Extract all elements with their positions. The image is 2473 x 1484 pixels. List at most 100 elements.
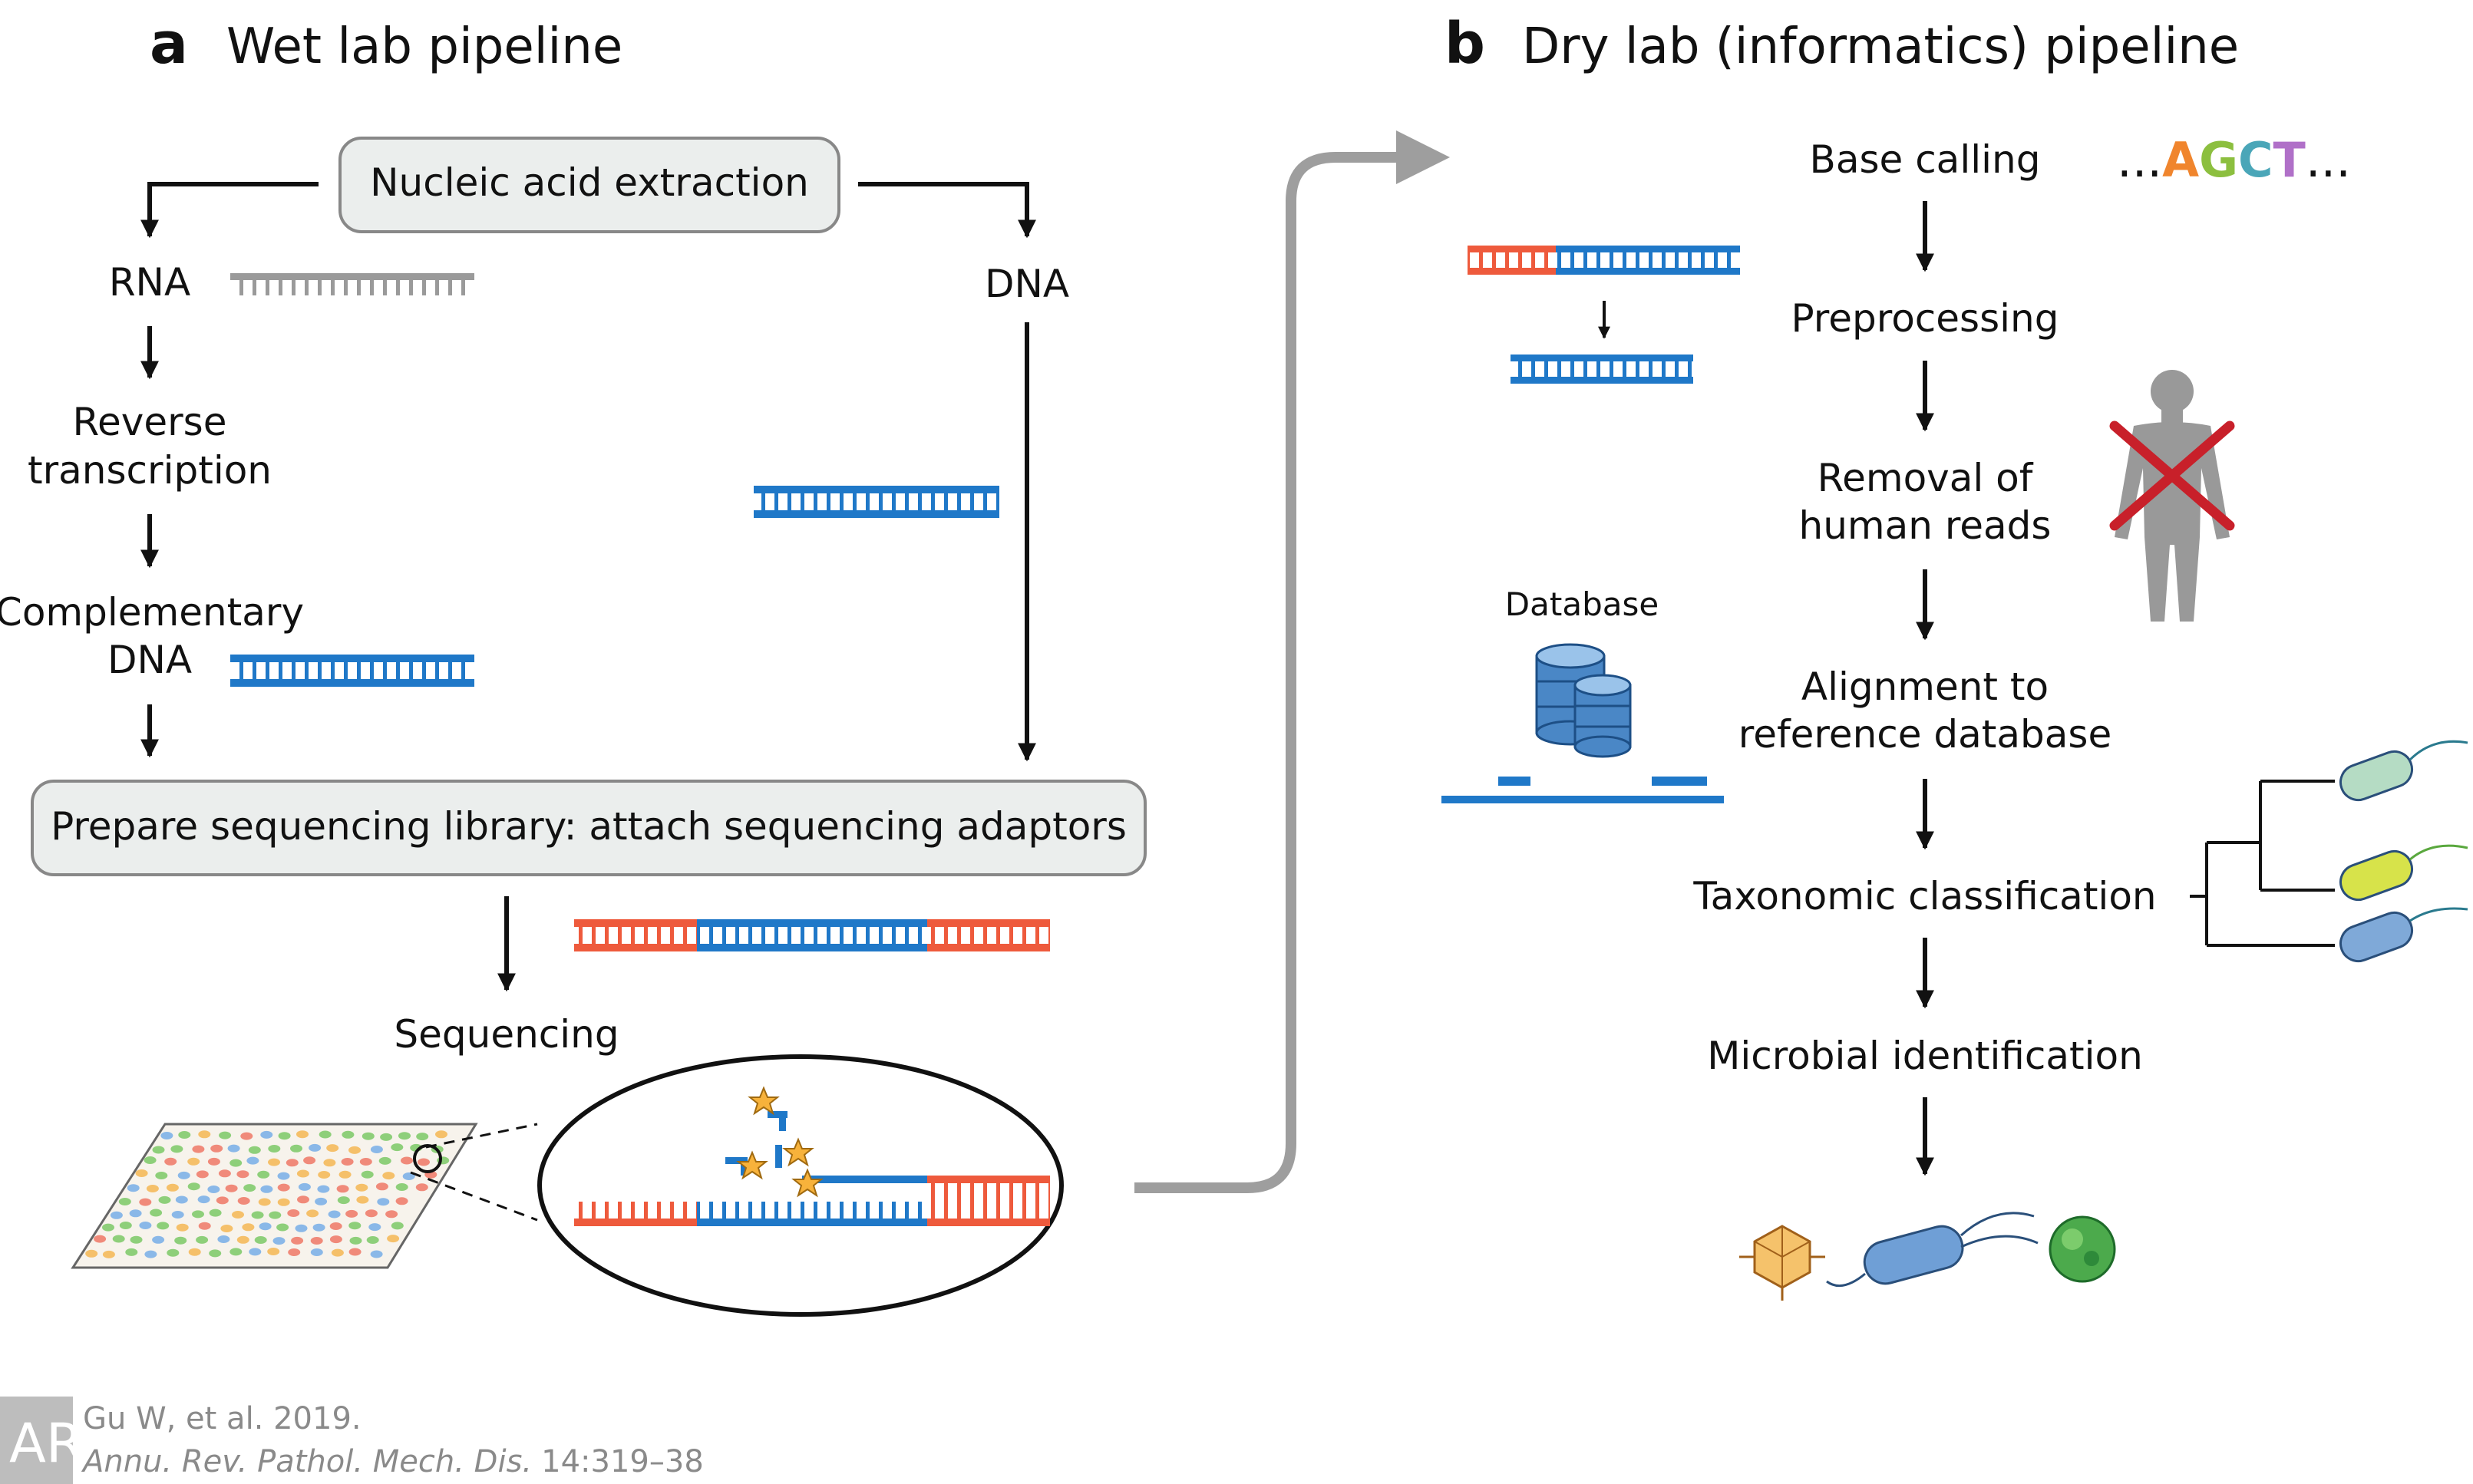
dna-double-strand-icon bbox=[754, 486, 999, 518]
flow-cell-cluster bbox=[348, 1146, 361, 1154]
phylogenetic-tree-icon bbox=[2190, 780, 2335, 947]
flow-cell-cluster bbox=[209, 1209, 222, 1217]
flow-cell-cluster bbox=[187, 1157, 200, 1166]
flow-cell-cluster bbox=[291, 1236, 304, 1245]
flow-cell-cluster bbox=[150, 1209, 163, 1217]
flow-cell-cluster bbox=[85, 1249, 98, 1258]
base-a: A bbox=[2162, 132, 2199, 188]
flow-cell-cluster bbox=[135, 1169, 148, 1177]
zoom-line-bottom bbox=[410, 1171, 538, 1222]
flow-cell-cluster bbox=[236, 1235, 249, 1244]
flow-cell-cluster bbox=[192, 1210, 204, 1219]
flow-cell-cluster bbox=[310, 1237, 323, 1245]
flow-cell-cluster bbox=[216, 1196, 229, 1205]
sequencing-zoom-ellipse bbox=[537, 1054, 1064, 1317]
extraction-box: Nucleic acid extraction bbox=[338, 137, 840, 233]
flow-cell-cluster bbox=[176, 1223, 189, 1232]
flow-cell-cluster bbox=[310, 1248, 323, 1256]
sequence-prefix: ... bbox=[2117, 132, 2162, 188]
flow-cell-cluster bbox=[277, 1183, 290, 1192]
flow-cell-cluster bbox=[160, 1132, 173, 1139]
flow-cell-cluster bbox=[391, 1222, 404, 1230]
flow-cell-cluster bbox=[356, 1195, 369, 1204]
flow-cell-cluster bbox=[227, 1144, 240, 1153]
cdna-double-strand-icon bbox=[230, 655, 474, 687]
flow-cell-cluster bbox=[225, 1184, 238, 1192]
flow-cell-cluster bbox=[338, 1170, 352, 1179]
library-prep-label: Prepare sequencing library: attach seque… bbox=[51, 804, 1127, 849]
cdna-line1: Complementary bbox=[0, 590, 304, 635]
flow-cell-cluster bbox=[375, 1182, 388, 1191]
flow-cell-cluster bbox=[377, 1198, 390, 1206]
flow-cell-cluster bbox=[401, 1156, 413, 1165]
flow-cell-cluster bbox=[268, 1145, 281, 1153]
flow-cell-cluster bbox=[361, 1170, 374, 1179]
flow-cell-cluster bbox=[319, 1130, 332, 1139]
flow-cell-cluster bbox=[112, 1235, 125, 1243]
flow-cell-cluster bbox=[269, 1211, 282, 1219]
reverse-transcription-line1: Reverse bbox=[73, 400, 227, 444]
citation-line2: Annu. Rev. Pathol. Mech. Dis.14:319–38 bbox=[81, 1444, 704, 1479]
flow-cell-cluster bbox=[192, 1145, 205, 1153]
panel-a-title: Wet lab pipeline bbox=[226, 18, 622, 75]
flow-cell-cluster bbox=[167, 1248, 180, 1257]
flow-cell-cluster bbox=[337, 1196, 350, 1205]
flow-cell-cluster bbox=[260, 1130, 273, 1139]
flow-cell-cluster bbox=[272, 1237, 286, 1245]
flow-cell-cluster bbox=[219, 1131, 232, 1139]
flow-cell-cluster bbox=[345, 1209, 358, 1218]
flow-cell-cluster bbox=[395, 1197, 408, 1205]
flow-cell-cluster bbox=[317, 1185, 330, 1193]
flow-cell-cluster bbox=[398, 1132, 411, 1140]
flow-cell-cluster bbox=[237, 1197, 250, 1205]
fluorescent-nucleotide-icon bbox=[725, 1086, 824, 1198]
sequence-readout: ...AGCT... bbox=[2117, 132, 2351, 188]
sequence-suffix: ... bbox=[2306, 132, 2351, 188]
flow-cell-cluster bbox=[365, 1209, 378, 1218]
flow-cell-cluster bbox=[127, 1184, 140, 1192]
flow-cell-cluster bbox=[102, 1223, 114, 1232]
annual-reviews-logo: AR bbox=[0, 1397, 84, 1484]
wet-to-dry-flow-arrow bbox=[1134, 130, 1450, 1193]
database-icon bbox=[1535, 643, 1632, 758]
flow-cell-cluster bbox=[243, 1184, 256, 1192]
flow-cell-cluster bbox=[362, 1132, 375, 1140]
flow-cell-cluster bbox=[158, 1195, 171, 1204]
step-removal-line1: Removal of bbox=[1818, 456, 2034, 500]
flow-cell-cluster bbox=[288, 1248, 301, 1256]
flow-cell-cluster bbox=[298, 1182, 311, 1191]
flow-cell-cluster bbox=[370, 1250, 383, 1258]
dna-label: DNA bbox=[985, 262, 1069, 306]
flow-cell-cluster bbox=[323, 1159, 336, 1167]
flow-cell-cluster bbox=[378, 1156, 391, 1165]
base-t: T bbox=[2273, 132, 2306, 188]
flow-cell-cluster bbox=[315, 1197, 328, 1205]
rna-strand-icon bbox=[230, 273, 474, 295]
flow-cell-cluster bbox=[295, 1224, 308, 1232]
flow-cell-cluster bbox=[402, 1172, 415, 1180]
flow-cell-cluster bbox=[277, 1198, 290, 1206]
flow-cell-cluster bbox=[370, 1146, 383, 1153]
flow-cell-cluster bbox=[290, 1144, 302, 1153]
flow-cell-cluster bbox=[326, 1144, 339, 1153]
virus-icon bbox=[1739, 1225, 1825, 1301]
panel-b-title: Dry lab (informatics) pipeline bbox=[1522, 18, 2239, 75]
flow-cell-cluster bbox=[385, 1210, 398, 1219]
flow-cell-cluster bbox=[177, 1171, 190, 1179]
base-c: C bbox=[2238, 132, 2273, 188]
flow-cell-cluster bbox=[391, 1143, 404, 1152]
flow-cell-cluster bbox=[229, 1248, 243, 1256]
bacterium-blue-icon bbox=[2339, 907, 2468, 963]
flow-cell-cluster bbox=[249, 1248, 262, 1256]
zoom-line-top bbox=[425, 1123, 538, 1149]
flow-cell-cluster bbox=[416, 1133, 429, 1141]
flow-cell-cluster bbox=[220, 1225, 233, 1232]
flow-cell-cluster bbox=[276, 1223, 289, 1232]
flow-cell-cluster bbox=[166, 1183, 179, 1192]
sequencing-label: Sequencing bbox=[394, 1012, 619, 1057]
rna-label: RNA bbox=[109, 260, 190, 305]
flow-cell-cluster bbox=[209, 1249, 222, 1258]
flow-cell-cluster bbox=[144, 1156, 157, 1164]
flow-cell-cluster bbox=[236, 1170, 249, 1179]
human-reads-removed-icon bbox=[2109, 370, 2235, 622]
